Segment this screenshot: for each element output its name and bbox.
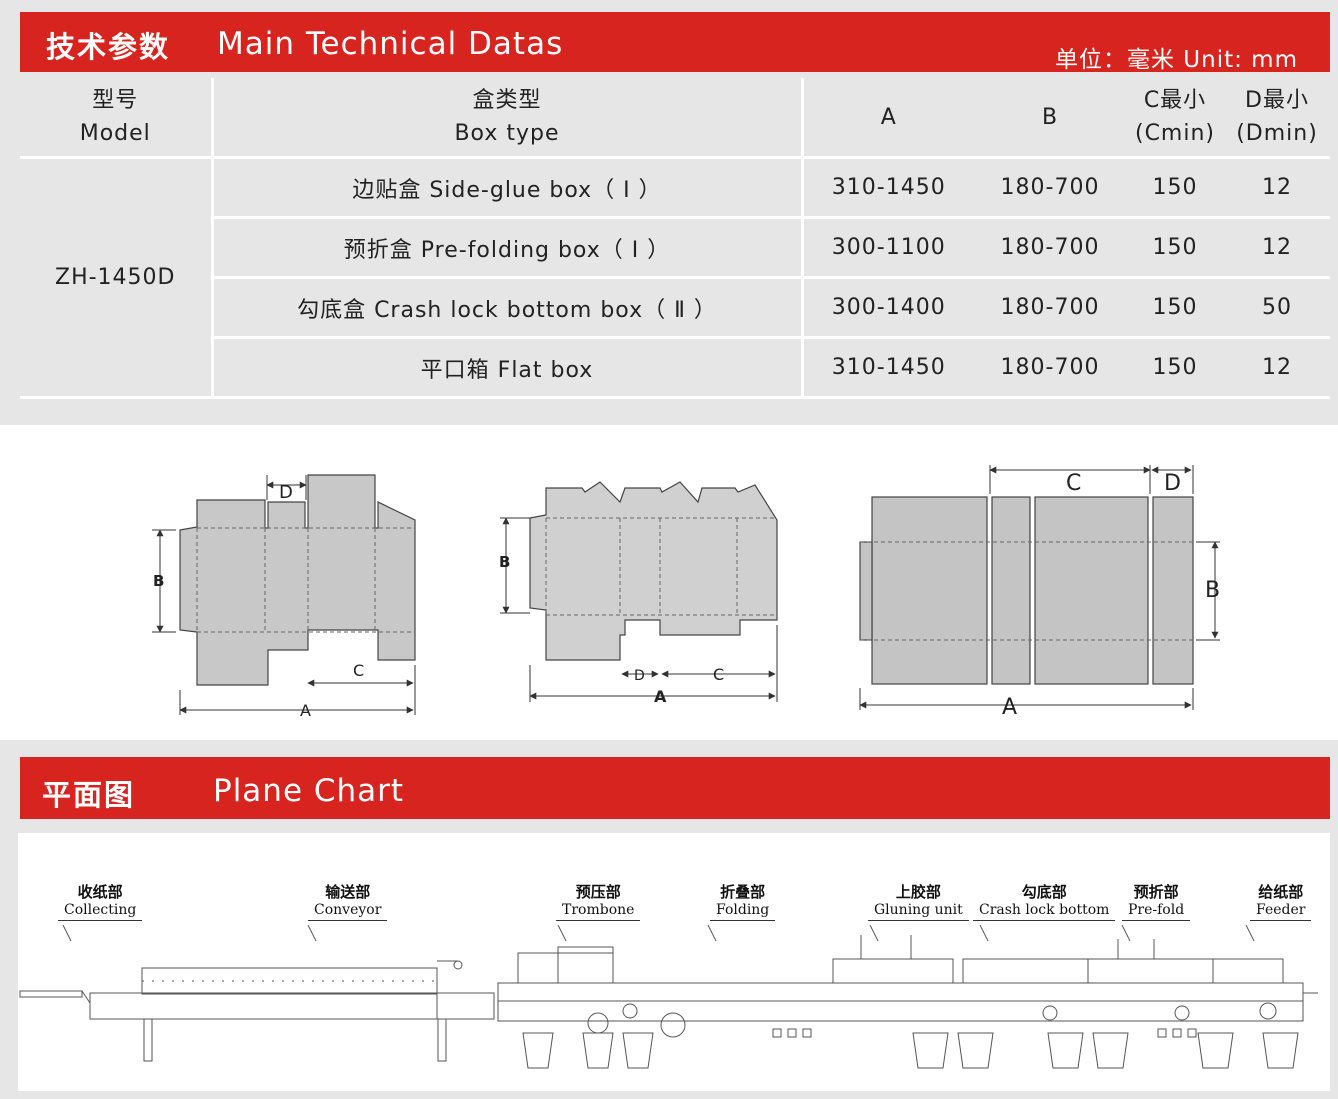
spec-title-en: Main Technical Datas xyxy=(217,26,564,62)
c-cell: 150 xyxy=(1126,217,1224,279)
d-cell: 12 xyxy=(1224,157,1330,219)
diagram1-label-a: A xyxy=(300,701,311,720)
spec-title-cn: 技术参数 xyxy=(46,30,171,64)
col-header-d: D最小(Dmin) xyxy=(1224,78,1330,159)
diagram3-label-a: A xyxy=(1002,695,1017,720)
a-cell: 300-1400 xyxy=(802,277,974,339)
c-cell: 150 xyxy=(1126,157,1224,219)
side-glue-box-diagram xyxy=(152,474,416,715)
b-cell: 180-700 xyxy=(974,337,1126,399)
diagram2-label-b: B xyxy=(499,553,510,571)
table-row: 预折盒 Pre-folding box（ Ⅰ ） 300-1100 180-70… xyxy=(20,217,1330,279)
plane-title-en: Plane Chart xyxy=(213,773,405,809)
box-type-cell: 预折盒 Pre-folding box（ Ⅰ ） xyxy=(212,217,804,279)
diagram3-label-d: D xyxy=(1164,471,1181,496)
pre-folding-box-diagram xyxy=(500,481,778,702)
machine-line-drawing xyxy=(19,924,1318,1069)
diagram2-label-d: D xyxy=(634,668,645,684)
a-cell: 310-1450 xyxy=(802,337,974,399)
col-header-b: B xyxy=(974,78,1126,159)
table-row: 勾底盒 Crash lock bottom box（ Ⅱ ） 300-1400 … xyxy=(20,277,1330,339)
spec-unit: 单位：毫米 Unit: mm xyxy=(1054,47,1298,73)
diagram2-label-a: A xyxy=(654,687,667,706)
diagram1-label-c: C xyxy=(353,661,364,680)
plane-title-cn: 平面图 xyxy=(42,778,136,812)
b-cell: 180-700 xyxy=(974,217,1126,279)
c-cell: 150 xyxy=(1126,337,1224,399)
diagram3-label-c: C xyxy=(1066,471,1081,496)
d-cell: 12 xyxy=(1224,217,1330,279)
c-cell: 150 xyxy=(1126,277,1224,339)
b-cell: 180-700 xyxy=(974,157,1126,219)
plane-header-bar: 平面图 Plane Chart xyxy=(20,757,1330,819)
diagram3-label-b: B xyxy=(1205,578,1220,603)
model-cell: ZH-1450D xyxy=(20,157,214,399)
diagram1-label-d: D xyxy=(279,482,293,503)
box-type-cell: 平口箱 Flat box xyxy=(212,337,804,399)
box-type-cell: 边贴盒 Side-glue box（ Ⅰ ） xyxy=(212,157,804,219)
box-diagrams: B D C A B D C A xyxy=(152,465,1220,720)
diagram1-label-b: B xyxy=(153,572,164,590)
a-cell: 300-1100 xyxy=(802,217,974,279)
a-cell: 310-1450 xyxy=(802,157,974,219)
d-cell: 50 xyxy=(1224,277,1330,339)
col-header-a: A xyxy=(802,78,974,159)
box-type-cell: 勾底盒 Crash lock bottom box（ Ⅱ ） xyxy=(212,277,804,339)
spec-header-bar: 技术参数 Main Technical Datas 单位：毫米 Unit: mm xyxy=(20,12,1330,73)
d-cell: 12 xyxy=(1224,337,1330,399)
table-row: 平口箱 Flat box 310-1450 180-700 150 12 xyxy=(20,337,1330,399)
col-header-c: C最小(Cmin) xyxy=(1126,78,1224,159)
b-cell: 180-700 xyxy=(974,277,1126,339)
diagram2-label-c: C xyxy=(713,665,724,684)
table-row: ZH-1450D 边贴盒 Side-glue box（ Ⅰ ） 310-1450… xyxy=(20,157,1330,399)
flat-box-diagram xyxy=(859,465,1220,710)
